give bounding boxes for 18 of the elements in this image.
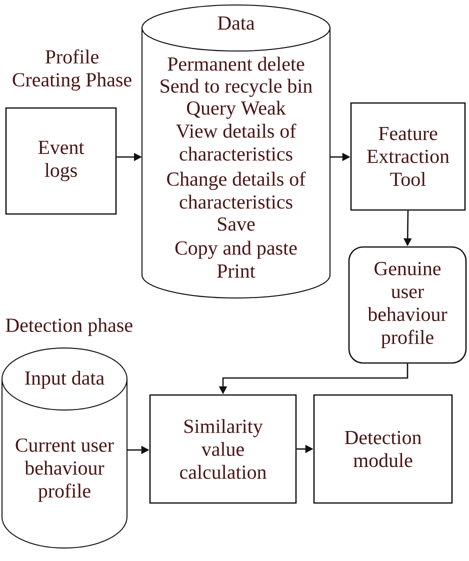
cylinder-text: Current user behaviour profile [16, 438, 114, 502]
phase-label: Detection phase [6, 318, 132, 336]
cylinder-heading: Input data [25, 370, 104, 389]
list-item: Send to recycle bin [160, 78, 312, 97]
list-item: Change details of characteristics [167, 172, 306, 209]
process-box: Feature Extraction Tool [350, 102, 466, 211]
list-item: View details of characteristics [176, 124, 296, 161]
process-box: Event logs [5, 107, 117, 215]
list-item: Query Weak [187, 100, 286, 119]
list-item: Permanent delete [168, 56, 304, 71]
phase-label: Profile Creating Phase [12, 49, 132, 91]
list-item: Print [217, 264, 256, 278]
rounded-box: Genuine user behaviour profile [348, 246, 467, 364]
list-item: Copy and paste [175, 240, 297, 259]
process-box: Similarity value calculation [149, 394, 297, 504]
cylinder-heading: Data [218, 16, 255, 30]
process-box: Detection module [313, 394, 453, 504]
list-item: Save [218, 217, 255, 231]
